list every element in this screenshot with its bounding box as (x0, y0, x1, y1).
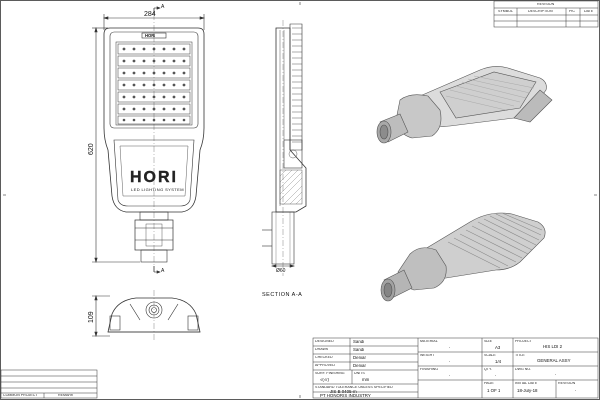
surf-finishing-value: √(√/) (320, 378, 329, 382)
section-caption: SECTION A-A (262, 292, 303, 298)
material-label: MATERIAL (420, 340, 438, 343)
title-block-grid (312, 337, 599, 399)
qty-label: QTY. (484, 368, 492, 371)
dwg-value: - (555, 373, 557, 377)
drawn-value: Sandi (353, 347, 365, 352)
page-value: 1 OF 1 (487, 389, 501, 393)
size-label: SIZE (484, 340, 492, 343)
initial-date-label: INITIAL DATE (515, 382, 538, 385)
common-project-label: COMMON PROJECT (3, 394, 38, 397)
revision-header-symbol: SYMBOL (498, 10, 513, 13)
revision-value: - (575, 389, 577, 393)
finishing-value: - (449, 374, 451, 378)
dim-height: 620 (88, 143, 95, 155)
dim-depth: 109 (88, 311, 95, 323)
dim-width: 284 (144, 11, 156, 18)
title-label: TITLE (515, 354, 525, 357)
approved-value: Deniar (353, 363, 366, 368)
revision-header-pic: PIC (569, 10, 575, 13)
revision-header-description: DESCRIPTION (528, 10, 553, 13)
title-value: GENERAL ASSY (537, 359, 571, 363)
surf-finishing-label: SURF. FINISHING (315, 372, 345, 375)
top-badge-logo: HORI (145, 33, 156, 38)
weight-value: - (449, 360, 451, 364)
revision-title: REVISION (537, 2, 555, 6)
units-label: UNITS (354, 372, 365, 375)
checked-label: CHECKED (315, 356, 333, 359)
bottom-view (92, 290, 201, 340)
weight-label: WEIGHT (420, 354, 435, 357)
initial-date-value: 18-July-18 (517, 389, 538, 393)
page-label: PAGE (484, 382, 494, 385)
project-label: PROJECT (515, 340, 532, 343)
company-name: PT HONORIS INDUSTRY (320, 393, 371, 398)
dwg-label: DWG NO. (515, 368, 532, 371)
project-value: HIS LDI 2 (543, 345, 563, 349)
material-value: - (449, 346, 451, 350)
scale-label: SCALE (484, 354, 496, 357)
approved-label: APPROVED (315, 364, 335, 367)
front-sublogo: LED LIGHTING SYSTEM (131, 188, 184, 192)
designed-value: Sandi (353, 339, 365, 344)
units-value: mm (362, 378, 370, 382)
size-value: A3 (495, 346, 501, 350)
designed-label: DESIGNED (315, 340, 334, 343)
revision-header-date: DATE (584, 10, 594, 13)
iso-view-top (376, 66, 553, 144)
common-project-grid (0, 369, 98, 399)
common-project-remark: REMARK (58, 394, 74, 397)
qty-value: - (495, 374, 497, 378)
dim-pole-diameter: Ø60 (276, 268, 286, 274)
scale-value: 1/4 (495, 360, 502, 364)
finishing-label: FINISHING (420, 368, 439, 371)
led-dots (122, 47, 186, 122)
iso-view-bottom (380, 212, 546, 302)
std-tolerance-value: JIS B 0405-m (330, 389, 357, 394)
revision-table-grid (493, 0, 599, 28)
drawn-label: DRAWN (315, 348, 329, 351)
std-tolerance-label: STANDARD TOLERANCE UNLESS SPECIFIED (315, 385, 393, 389)
section-view (262, 20, 307, 276)
checked-value: Deniar (353, 355, 366, 360)
front-lower-housing (113, 14, 195, 274)
front-logo: HORI (130, 170, 178, 186)
front-view (92, 6, 206, 264)
revision-label: REVISION (558, 382, 576, 385)
section-marker-top: A (161, 4, 165, 10)
section-marker-bottom: A (161, 268, 165, 274)
